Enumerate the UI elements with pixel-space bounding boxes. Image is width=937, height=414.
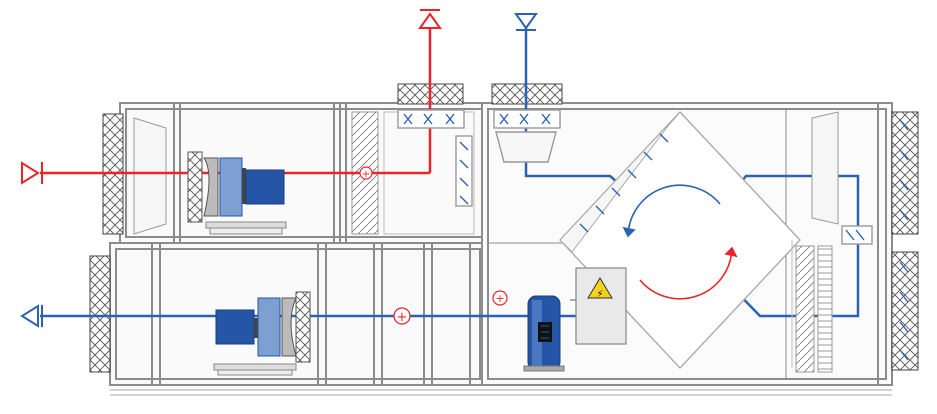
svg-text:⚡: ⚡ (596, 289, 603, 300)
damper-upper-left (133, 117, 167, 235)
svg-text:+: + (397, 310, 408, 325)
connector-left-lower (89, 255, 111, 373)
louvre-upper-section (397, 109, 473, 207)
supply-air-outlet-icon (418, 9, 442, 29)
svg-text:+: + (495, 292, 504, 305)
warning-icon (587, 277, 613, 299)
heater-symbol-upper: + (359, 166, 373, 180)
svg-text:+: + (362, 169, 370, 180)
supply-outdoor-intake-icon (21, 161, 43, 185)
heater-symbol-lower: + (393, 307, 411, 325)
base-rail (110, 389, 892, 396)
louvre-right-section (493, 109, 873, 245)
heater-symbol-mid: + (492, 290, 508, 306)
damper-right-upper (811, 111, 839, 225)
rotary-heat-wheel (622, 184, 738, 300)
exhaust-outlet-icon (20, 304, 43, 328)
control-panel: ⚡ (570, 267, 627, 345)
vent-marks-right (899, 119, 909, 361)
cooling-coil-right (817, 245, 833, 373)
compressor (523, 295, 565, 372)
filter-right-lower (795, 245, 815, 373)
connector-right-upper (891, 111, 919, 235)
extract-air-inlet-icon (514, 13, 538, 31)
connector-right-lower (891, 251, 919, 371)
supply-air-fan (187, 151, 287, 235)
exhaust-air-fan (213, 291, 311, 376)
